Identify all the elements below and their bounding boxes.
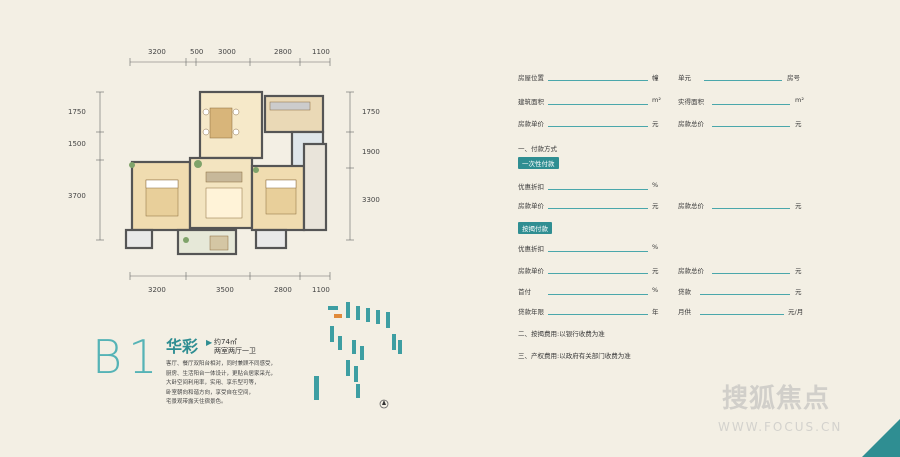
dim-left-1: 1750 [68, 108, 86, 116]
section-mortgage-fee: 二、按揭费用:以银行收费为准 [518, 330, 605, 338]
suffix-room-no: 房号 [787, 74, 800, 82]
field-unit-price[interactable] [548, 126, 648, 127]
unit-code: B1 [92, 330, 164, 384]
floor-plan [60, 40, 380, 300]
label-unit-price: 房款单价 [518, 120, 544, 128]
dim-bottom-3: 2800 [274, 286, 292, 294]
dim-top-3: 3000 [218, 48, 236, 56]
label-actual-area: 实得面积 [678, 98, 704, 106]
watermark-brand: 搜狐焦点 [722, 384, 831, 414]
label-total-price-2: 房款总价 [678, 202, 704, 210]
field-building-area[interactable] [548, 104, 648, 105]
dim-top-1: 3200 [148, 48, 166, 56]
field-loan-years[interactable] [548, 314, 648, 315]
label-discount-2: 优惠折扣 [518, 245, 544, 253]
watermark-url: WWW.FOCUS.CN [718, 420, 843, 434]
label-unit-price-3: 房款单价 [518, 267, 544, 275]
unit-description: 客厅、餐厅双阳台相对，同时兼顾不同感受， 厨房、生活阳台一体设计，更贴合居家采光… [166, 360, 316, 408]
suffix-yuan-7: 元 [795, 288, 802, 296]
label-loan: 贷款 [678, 288, 691, 296]
field-unit-price-2[interactable] [548, 208, 648, 209]
unit-name: 华彩 [166, 337, 199, 356]
dim-right-3: 3300 [362, 196, 380, 204]
section-payment-method: 一、付款方式 [518, 145, 557, 153]
description-line: 客厅、餐厅双阳台相对，同时兼顾不同感受， [166, 361, 277, 367]
label-discount: 优惠折扣 [518, 183, 544, 191]
description-line: 厨房、生活阳台一体设计，更贴合居家采光， [166, 370, 277, 377]
label-monthly-payment: 月供 [678, 308, 691, 316]
label-unit: 单元 [678, 74, 691, 82]
suffix-yuan-3: 元 [652, 202, 659, 210]
label-total-price: 房款总价 [678, 120, 704, 128]
label-down-payment: 首付 [518, 288, 531, 296]
site-keyplan [300, 296, 410, 416]
field-monthly-payment[interactable] [700, 314, 784, 315]
field-unit-price-3[interactable] [548, 273, 648, 274]
suffix-yuan-4: 元 [795, 202, 802, 210]
arrow-icon: ▶ [206, 338, 213, 347]
label-unit-price-2: 房款单价 [518, 202, 544, 210]
label-loan-years: 贷款年限 [518, 308, 544, 316]
suffix-sqm: m² [652, 96, 661, 104]
field-actual-area[interactable] [712, 104, 790, 105]
suffix-percent-2: % [652, 243, 659, 251]
label-total-price-3: 房款总价 [678, 267, 704, 275]
suffix-building: 幢 [652, 74, 659, 82]
floor-plan-drawing [96, 58, 354, 280]
dim-top-2: 500 [190, 48, 204, 56]
field-unit[interactable] [704, 80, 782, 81]
label-building-area: 建筑面积 [518, 98, 544, 106]
corner-decoration [862, 419, 900, 457]
field-discount-2[interactable] [548, 251, 648, 252]
suffix-yuan-5: 元 [652, 267, 659, 275]
description-line: 大卧空间利用率，实用、享乐型可等， [166, 380, 260, 386]
suffix-yuan-2: 元 [795, 120, 802, 128]
dim-bottom-2: 3500 [216, 286, 234, 294]
suffix-yuan-per-month: 元/月 [788, 308, 804, 316]
field-total-price-3[interactable] [712, 273, 790, 274]
field-total-price[interactable] [712, 126, 790, 127]
description-line: 卧室朝向和谐方向，享受自在空间， [166, 389, 255, 396]
dim-bottom-4: 1100 [312, 286, 330, 294]
description-line: 宅景观带露天住宿景色。 [166, 399, 227, 405]
suffix-sqm-2: m² [795, 96, 804, 104]
dim-top-5: 1100 [312, 48, 330, 56]
keyplan-drawing [314, 302, 402, 409]
suffix-yuan-6: 元 [795, 267, 802, 275]
field-loan[interactable] [700, 294, 790, 295]
field-down-payment[interactable] [548, 294, 648, 295]
unit-layout: 两室两厅一卫 [214, 347, 256, 355]
dim-bottom-1: 3200 [148, 286, 166, 294]
field-house-location[interactable] [548, 80, 648, 81]
dim-top-4: 2800 [274, 48, 292, 56]
dim-left-3: 3700 [68, 192, 86, 200]
suffix-years: 年 [652, 308, 659, 316]
field-total-price-2[interactable] [712, 208, 790, 209]
dim-right-1: 1750 [362, 108, 380, 116]
suffix-percent-3: % [652, 286, 659, 294]
dim-right-2: 1900 [362, 148, 380, 156]
section-property-fee: 三、产权费用:以政府有关部门收费为准 [518, 352, 631, 360]
tag-mortgage: 按揭付款 [518, 222, 552, 234]
suffix-percent: % [652, 181, 659, 189]
label-house-location: 房屋位置 [518, 74, 544, 82]
unit-area: 约74㎡ [214, 338, 237, 346]
field-discount[interactable] [548, 189, 648, 190]
dim-left-2: 1500 [68, 140, 86, 148]
tag-full-payment: 一次性付款 [518, 157, 559, 169]
suffix-yuan: 元 [652, 120, 659, 128]
